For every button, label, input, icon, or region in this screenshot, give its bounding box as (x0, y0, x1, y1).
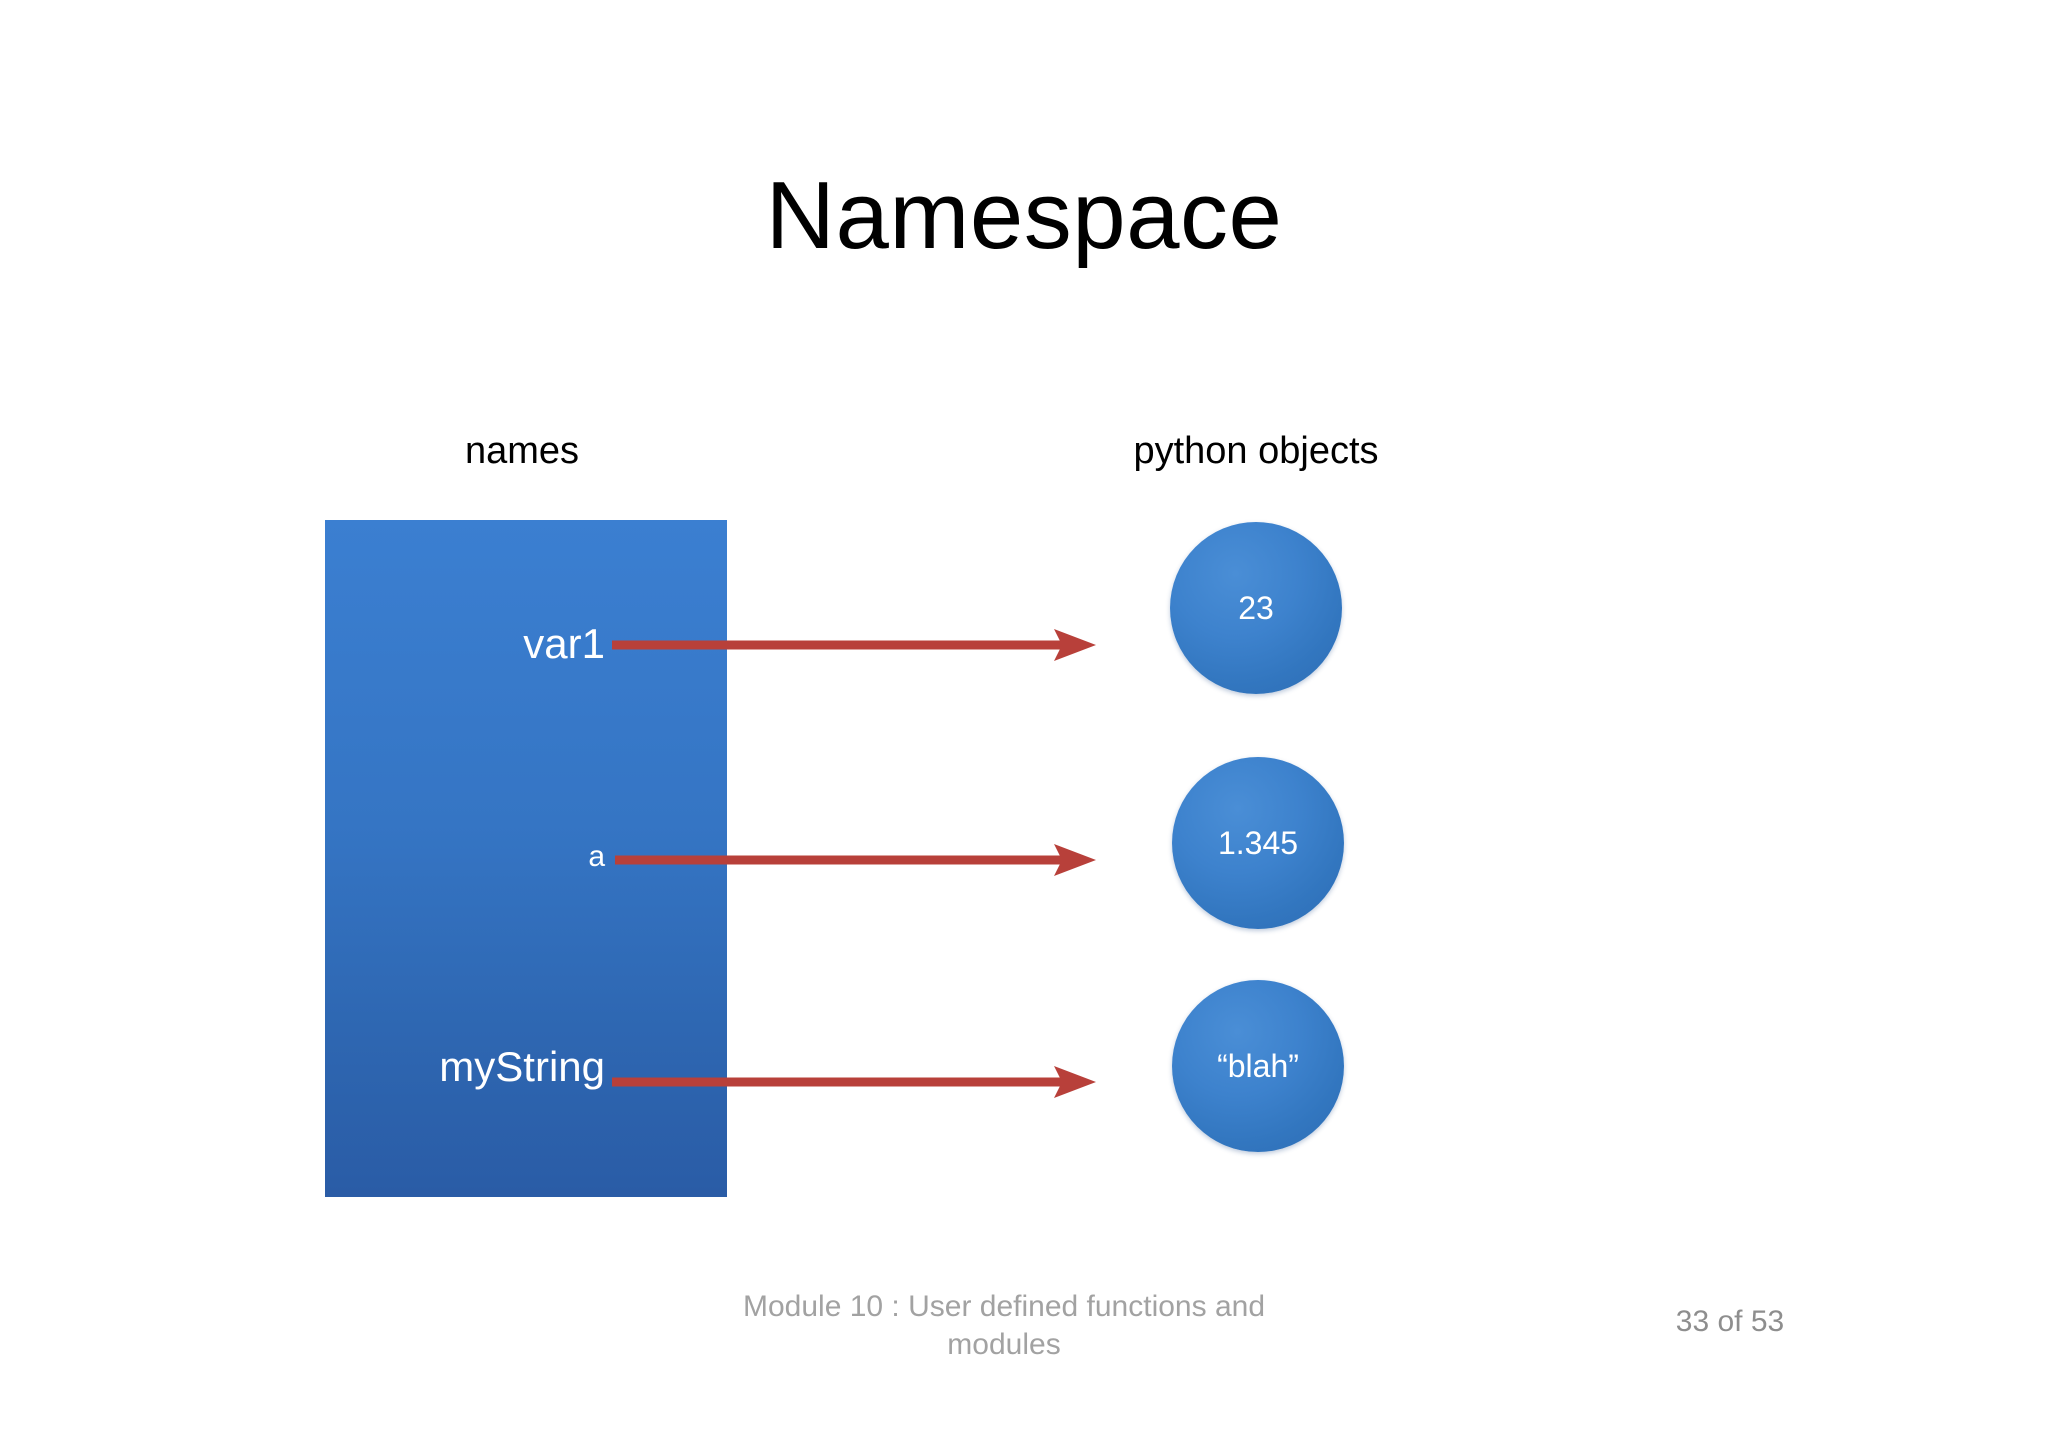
name-label-a: a (588, 840, 605, 873)
column-header-names: names (464, 430, 580, 472)
binding-arrow-a-to-1.345 (615, 844, 1096, 876)
page-title: Namespace (765, 162, 1283, 269)
name-label-var1: var1 (523, 620, 605, 667)
column-header-python-objects: python objects (1133, 430, 1379, 472)
binding-arrow-var1-to-23 (612, 629, 1096, 661)
python-object-circle-blah: “blah” (1172, 980, 1344, 1152)
python-object-circle-1.345: 1.345 (1172, 757, 1344, 929)
footer-note: Module 10 : User defined functions and m… (743, 1290, 1265, 1362)
python-object-circle-23: 23 (1170, 522, 1342, 694)
page-number: 33 of 53 (1675, 1305, 1785, 1338)
binding-arrow-mystring-to-blah (612, 1066, 1096, 1098)
python-object-label: 23 (1238, 590, 1274, 626)
name-label-mystring: myString (439, 1043, 605, 1090)
python-object-label: “blah” (1217, 1048, 1299, 1084)
python-object-label: 1.345 (1217, 825, 1299, 861)
